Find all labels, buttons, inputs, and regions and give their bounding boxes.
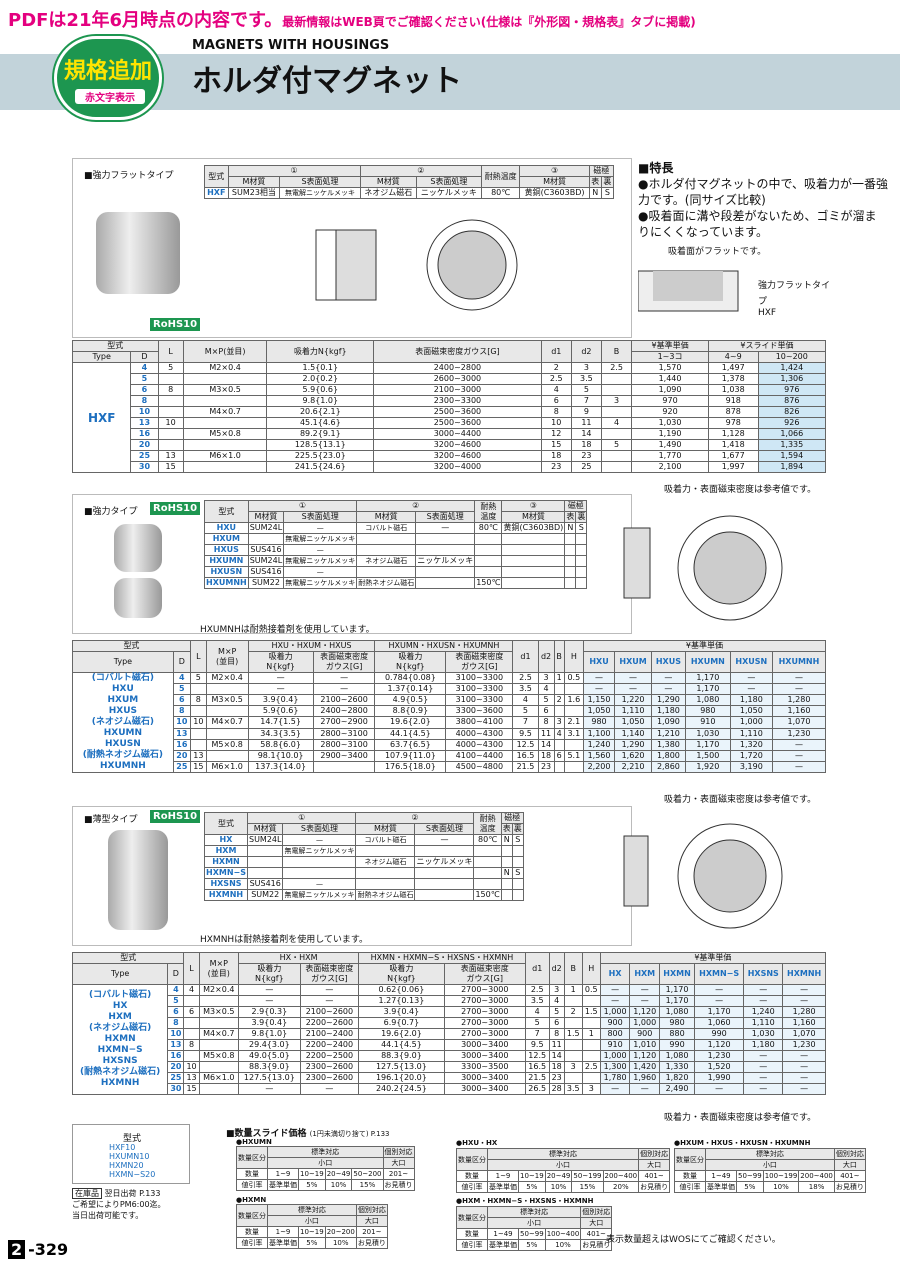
rohs-badge: RoHS10	[150, 318, 201, 331]
s2-label: ■強力タイプ	[84, 507, 138, 517]
page-number: 2-329	[8, 1240, 71, 1259]
s1-note: 吸着力・表面磁束密度は参考値です。	[664, 485, 817, 495]
hxf-photo	[96, 212, 180, 294]
s2-note: HXUMNHは耐熱接着剤を使用しています。	[200, 625, 375, 635]
hxu-photo	[114, 524, 162, 572]
qty-title: ■数量スライド価格 (1円未満切り捨て) P.133	[226, 1129, 390, 1139]
s1-label: ■強力フラットタイプ	[84, 171, 174, 181]
stock-box: 在庫品 翌日出荷 P.133 ご希望によりPM6:00迄。当日出荷可能です。	[72, 1188, 166, 1220]
badge: 規格追加赤文字表示	[54, 36, 162, 120]
s3-note: HXMNHは耐熱接着剤を使用しています。	[200, 935, 369, 945]
title-jp: ホルダ付マグネット	[192, 64, 462, 99]
hxf-drawing	[315, 219, 518, 311]
hxum-photo	[114, 578, 162, 618]
qty-note: 表示数量超えはWOSにてご確認ください。	[606, 1235, 781, 1245]
notice: PDFは21年6月時点の内容です。最新情報はWEB頁でご確認ください(仕様は『外…	[8, 10, 696, 31]
hxu-drawing	[623, 515, 783, 621]
hx-drawing	[623, 823, 783, 929]
title-en: MAGNETS WITH HOUSINGS	[192, 38, 390, 53]
header: 規格追加赤文字表示 MAGNETS WITH HOUSINGS ホルダ付マグネッ…	[0, 32, 900, 120]
s1-box	[72, 158, 632, 338]
features: ■特長 ●ホルダ付マグネットの中で、吸着力が一番強力です。(同サイズ比較) ●吸…	[637, 161, 888, 318]
s3-label: ■薄型タイプ	[84, 815, 138, 825]
hx-photo	[108, 830, 168, 930]
